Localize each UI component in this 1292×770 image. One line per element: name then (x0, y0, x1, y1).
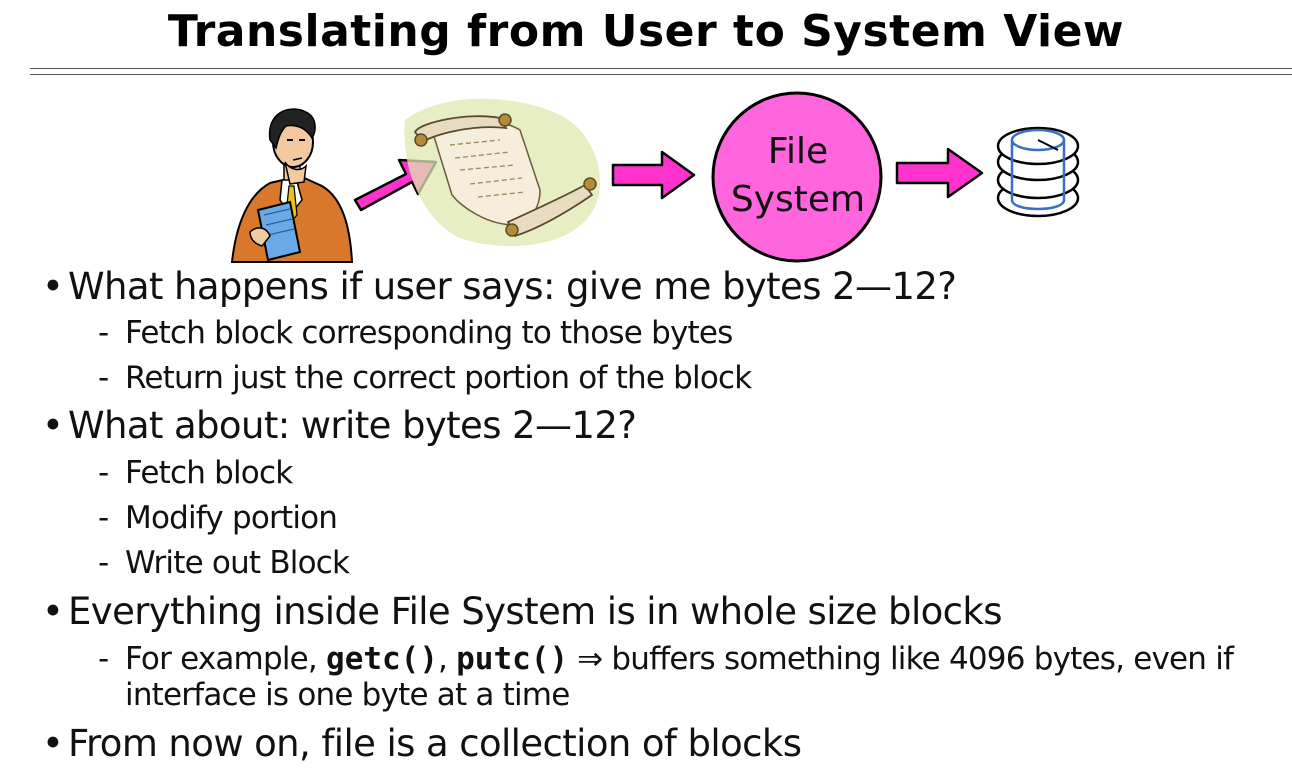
code-getc: getc() (326, 641, 439, 677)
sub-bullet-dash: - (98, 455, 109, 491)
title-rule-bottom (30, 74, 1292, 75)
example-prefix: For example, (125, 641, 327, 677)
sub-bullet-dash: - (98, 315, 109, 351)
code-putc: putc() (456, 641, 569, 677)
file-system-label-line2: System (730, 179, 866, 220)
bullet-dot: • (42, 722, 64, 765)
disk-platters-icon (996, 126, 1080, 218)
sub-bullet-item: -Modify portion (98, 500, 338, 536)
file-system-circle (711, 91, 883, 263)
arrow-right-icon (611, 150, 696, 200)
sub-bullet-text: Write out Block (125, 545, 350, 581)
thinking-user-illustration (230, 108, 354, 263)
example-rest: ⇒ buffers something like 4096 bytes, eve… (568, 641, 1234, 677)
bullet-item: •Everything inside File System is in who… (42, 590, 1003, 633)
sub-bullet-text: Modify portion (125, 500, 338, 536)
bullet-item: •What about: write bytes 2—12? (42, 404, 637, 447)
file-system-label: File System (713, 128, 883, 224)
sub-bullet-text: Fetch block (125, 455, 293, 491)
sub-bullet-text: Return just the correct portion of the b… (125, 360, 752, 396)
user-to-system-diagram (230, 91, 1080, 263)
bullet-item: •What happens if user says: give me byte… (42, 265, 957, 308)
bullet-text: Everything inside File System is in whol… (68, 590, 1003, 633)
title-rule-top (30, 68, 1292, 69)
arrow-right-icon (895, 147, 984, 199)
sub-bullet-dash: - (98, 641, 109, 677)
sub-bullet-continuation: interface is one byte at a time (125, 677, 570, 713)
bullet-text: What about: write bytes 2—12? (68, 404, 637, 447)
example-separator: , (438, 641, 457, 677)
sub-bullet-text: Fetch block corresponding to those bytes (125, 315, 733, 351)
bullet-item: •From now on, file is a collection of bl… (42, 722, 802, 765)
sub-bullet-dash: - (98, 500, 109, 536)
bullet-dot: • (42, 265, 64, 308)
sub-bullet-dash: - (98, 360, 109, 396)
sub-bullet-item: -Return just the correct portion of the … (98, 360, 752, 396)
bullet-text: What happens if user says: give me bytes… (68, 265, 957, 308)
sub-bullet-item: -Fetch block (98, 455, 293, 491)
sub-bullet-item: -For example, getc(), putc() ⇒ buffers s… (98, 641, 1234, 677)
bullet-dot: • (42, 590, 64, 633)
file-system-label-line1: File (767, 131, 829, 172)
sub-bullet-item: -Write out Block (98, 545, 350, 581)
sub-bullet-dash: - (98, 545, 109, 581)
sub-bullet-item: -Fetch block corresponding to those byte… (98, 315, 733, 351)
scroll-document-illustration (404, 98, 600, 247)
bullet-dot: • (42, 404, 64, 447)
bullet-text: From now on, file is a collection of blo… (68, 722, 802, 765)
slide-title: Translating from User to System View (167, 6, 1125, 57)
